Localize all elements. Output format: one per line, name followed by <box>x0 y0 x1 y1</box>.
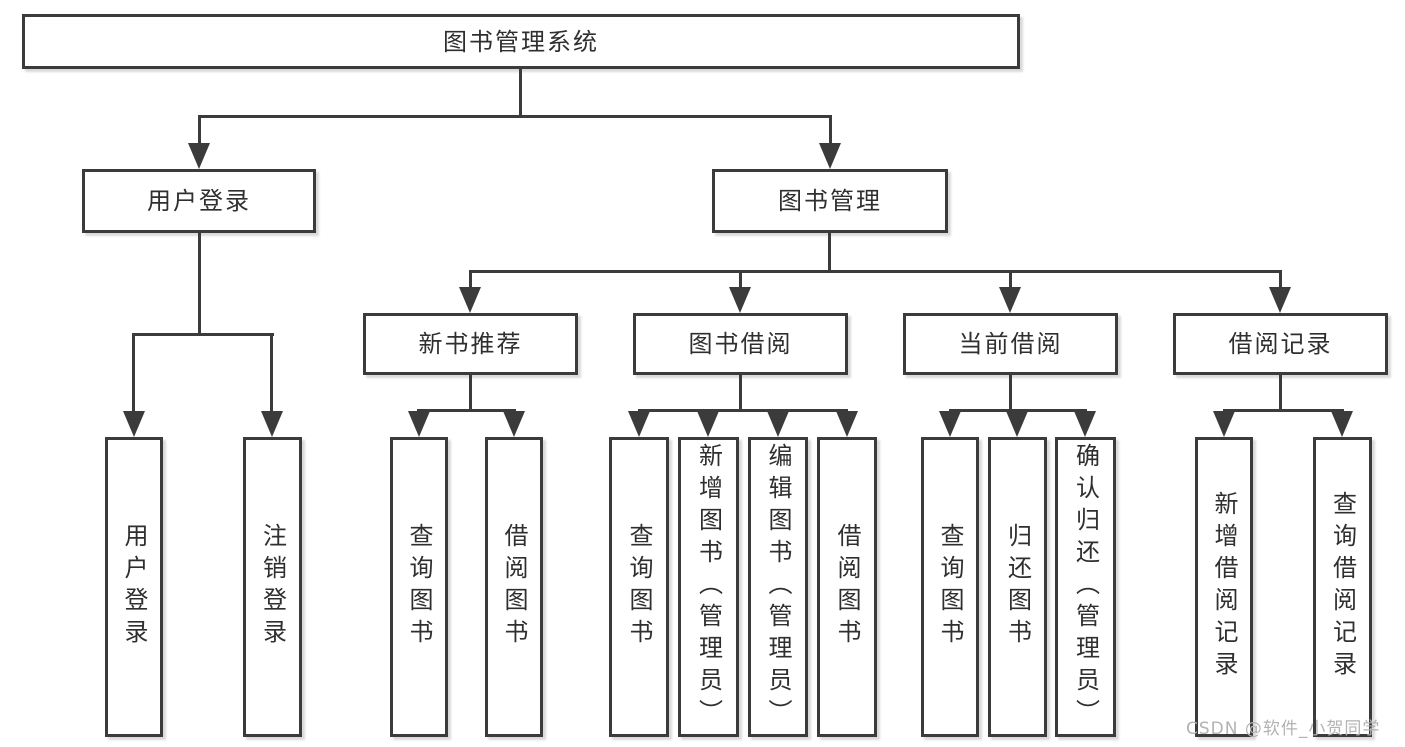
node-current-query-books: 查询图书 <box>921 437 979 737</box>
arrow-down-icon <box>729 287 751 313</box>
node-library-management-system: 图书管理系统 <box>22 14 1020 69</box>
node-label: 当前借阅 <box>958 330 1063 358</box>
connector-hline <box>132 333 274 336</box>
arrow-down-icon <box>697 411 719 437</box>
connector-hline <box>949 409 1087 412</box>
node-label: 归还图书 <box>1003 523 1032 651</box>
arrow-down-icon <box>459 287 481 313</box>
connector-hline <box>1223 409 1344 412</box>
node-label: 用户登录 <box>147 187 251 215</box>
connector-vline <box>828 233 831 273</box>
node-current-confirm-return-admin: 确认归还（管理员） <box>1055 437 1116 737</box>
node-label: 图书借阅 <box>688 330 793 358</box>
connector-vline <box>1009 270 1012 289</box>
node-borrowing-records: 借阅记录 <box>1173 313 1388 375</box>
node-label: 查询借阅记录 <box>1328 491 1357 683</box>
arrow-down-icon <box>1269 287 1291 313</box>
node-label: 用户登录 <box>120 523 148 651</box>
node-records-add-record: 新增借阅记录 <box>1195 437 1253 737</box>
node-label: 新增图书（管理员） <box>694 443 723 731</box>
connector-hline <box>469 270 1281 273</box>
node-new-book-recommend: 新书推荐 <box>363 313 578 375</box>
connector-hline <box>417 409 516 412</box>
node-borrow-add-books-admin: 新增图书（管理员） <box>678 437 739 737</box>
node-newrec-query-books: 查询图书 <box>390 437 448 737</box>
node-label: 查询图书 <box>625 523 653 651</box>
connector-hline <box>198 115 832 118</box>
arrow-down-icon <box>1331 411 1353 437</box>
node-label: 新书推荐 <box>418 330 523 358</box>
node-logout: 注销登录 <box>243 437 302 737</box>
arrow-down-icon <box>1074 411 1096 437</box>
node-label: 图书管理系统 <box>443 27 599 56</box>
connector-vline <box>270 333 273 413</box>
node-user-login-leaf: 用户登录 <box>105 437 163 737</box>
node-label: 新增借阅记录 <box>1210 491 1238 683</box>
arrow-down-icon <box>999 287 1021 313</box>
node-user-login: 用户登录 <box>82 169 316 233</box>
node-label: 确认归还（管理员） <box>1071 443 1100 731</box>
node-label: 编辑图书（管理员） <box>764 443 792 731</box>
arrow-down-icon <box>503 411 525 437</box>
connector-vline <box>469 375 472 412</box>
node-label: 借阅图书 <box>833 523 861 651</box>
node-label: 借阅图书 <box>500 523 528 651</box>
node-newrec-borrow-books: 借阅图书 <box>485 437 543 737</box>
node-borrow-borrow-books: 借阅图书 <box>817 437 877 737</box>
connector-vline <box>132 333 135 413</box>
connector-vline <box>829 115 832 144</box>
arrow-down-icon <box>1006 411 1028 437</box>
connector-vline <box>519 69 522 118</box>
connector-vline <box>739 375 742 412</box>
arrow-down-icon <box>123 411 145 437</box>
arrow-down-icon <box>261 411 283 437</box>
connector-vline <box>469 270 472 289</box>
node-label: 图书管理 <box>778 187 882 215</box>
connector-vline <box>198 115 201 144</box>
node-label: 注销登录 <box>258 523 287 651</box>
connector-vline <box>1279 270 1282 289</box>
csdn-watermark: CSDN @软件_小贺同学 <box>1186 719 1381 739</box>
connector-vline <box>739 270 742 289</box>
node-current-return-books: 归还图书 <box>988 437 1047 737</box>
node-current-borrowing: 当前借阅 <box>903 313 1118 375</box>
node-label: 查询图书 <box>936 523 964 651</box>
node-borrow-edit-books-admin: 编辑图书（管理员） <box>748 437 808 737</box>
node-book-borrowing: 图书借阅 <box>633 313 848 375</box>
connector-vline <box>1009 375 1012 412</box>
arrow-down-icon <box>836 411 858 437</box>
arrow-down-icon <box>767 411 789 437</box>
connector-vline <box>1279 375 1282 412</box>
connector-vline <box>198 233 201 336</box>
arrow-down-icon <box>819 143 841 169</box>
connector-hline <box>638 409 848 412</box>
arrow-down-icon <box>939 411 961 437</box>
arrow-down-icon <box>628 411 650 437</box>
node-borrow-query-books: 查询图书 <box>609 437 669 737</box>
arrow-down-icon <box>188 143 210 169</box>
node-label: 查询图书 <box>405 523 433 651</box>
node-label: 借阅记录 <box>1228 330 1333 358</box>
arrow-down-icon <box>408 411 430 437</box>
node-records-query-record: 查询借阅记录 <box>1313 437 1372 737</box>
node-book-management: 图书管理 <box>712 169 948 233</box>
arrow-down-icon <box>1213 411 1235 437</box>
